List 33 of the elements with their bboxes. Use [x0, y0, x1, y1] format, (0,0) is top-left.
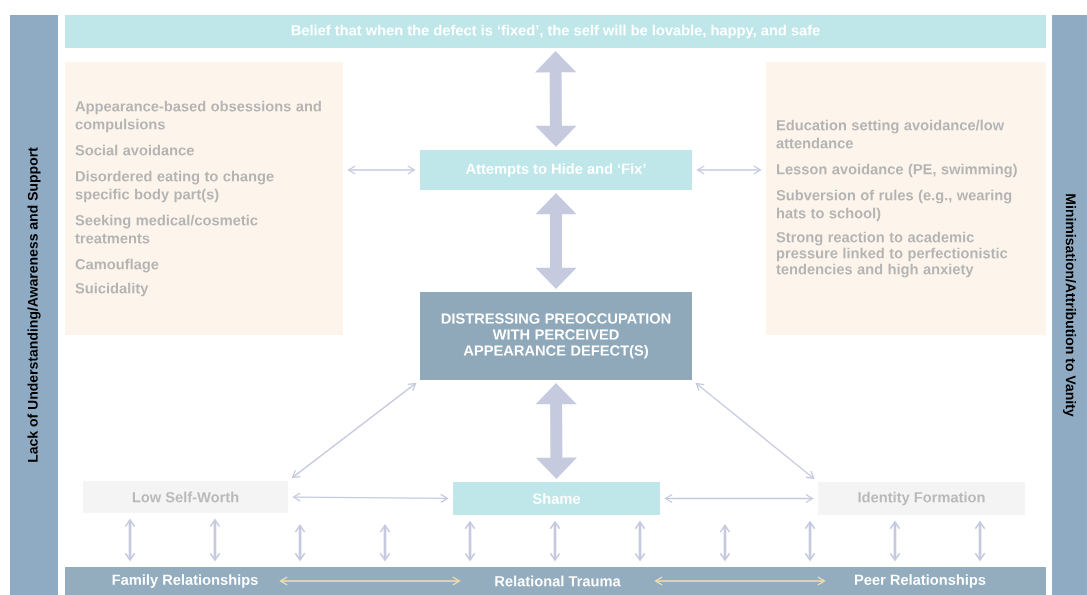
double-arrow [279, 576, 461, 586]
banner: Belief that when the defect is ‘fixed’, the self will be lovable, happy, and safe [65, 14, 1047, 49]
double-arrow [634, 520, 646, 562]
double-arrow [347, 165, 416, 175]
text-panel: Appearance-based obsessions and compulsions Social avoidance Disordered eating to change specific body part(s) Seeking medical/cosmetic treatments Camouflage Suicidality [65, 61, 343, 336]
band-label: Relational Trauma [495, 575, 621, 587]
double-arrow [379, 524, 391, 562]
band-label: Family Relationships [112, 574, 258, 588]
double-arrow [804, 520, 816, 562]
double-arrow [124, 518, 136, 562]
process-box: Identity Formation [818, 481, 1025, 515]
double-arrow [654, 576, 826, 586]
side-bar: Lack of Understanding/Awareness and Support [10, 15, 58, 595]
process-box: DISTRESSING PREOCCUPATION WITH PERCEIVED APPEARANCE DEFECT(S) [420, 292, 692, 380]
double-arrow [209, 518, 221, 562]
band-label: Peer Relationships [854, 574, 986, 588]
process-box: Shame [453, 481, 660, 515]
double-arrow [889, 520, 901, 562]
double-arrow [294, 524, 306, 562]
process-box: Attempts to Hide and ‘Fix’ [420, 150, 692, 190]
double-arrow [974, 520, 986, 562]
double-arrow [664, 493, 814, 504]
double-arrow [549, 520, 561, 562]
double-arrow [292, 492, 449, 504]
double-arrow [719, 524, 731, 562]
double-arrow [464, 520, 476, 562]
process-box: Low Self-Worth [83, 481, 289, 513]
double-arrow [695, 382, 815, 480]
double-arrow [696, 165, 762, 175]
text-panel: Education setting avoidance/low attendance Lesson avoidance (PE, swimming) Subversion of rules (e.g., wearing hats to school) Strong reaction to academic pressure linked to perfectionistic tendencies and high anxiety [766, 61, 1046, 336]
side-bar: Minimisation/Attribution to Vanity [1052, 15, 1087, 595]
double-arrow [291, 382, 417, 479]
band-background [65, 567, 1047, 595]
